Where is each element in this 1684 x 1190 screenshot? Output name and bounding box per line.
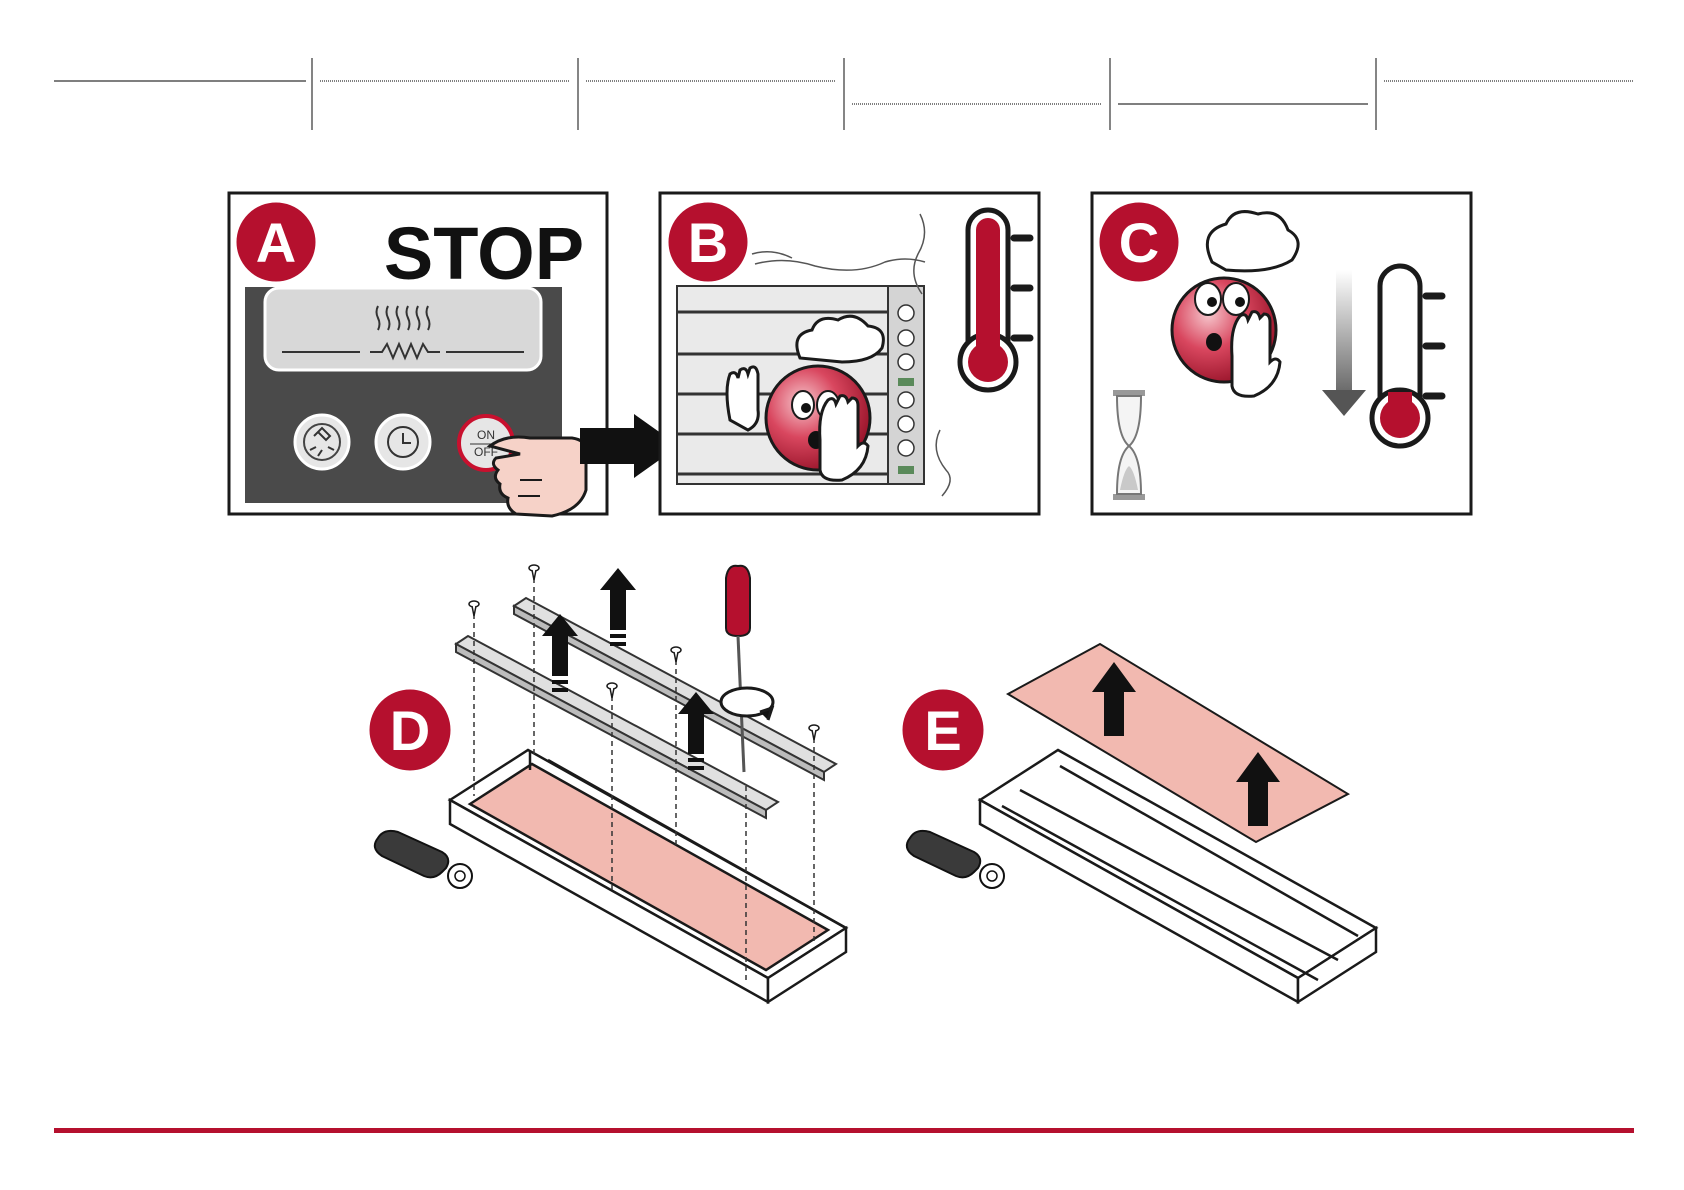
crank-handle-icon: [907, 831, 1004, 888]
panel-a-letter: A: [256, 211, 296, 274]
panel-c-letter: C: [1119, 211, 1159, 274]
panel-b: B: [660, 193, 1039, 514]
diagram-d-letter: D: [390, 699, 430, 762]
clock-icon: [376, 415, 430, 469]
diagram-e-badge: E: [901, 688, 985, 772]
panel-a-badge: A: [235, 201, 317, 283]
panel-c: C: [1092, 193, 1471, 514]
stop-heading: STOP: [384, 212, 584, 295]
footer-rule: [54, 1128, 1634, 1133]
screwdriver-icon: [726, 566, 750, 772]
panel-b-letter: B: [688, 211, 728, 274]
button-on-label: ON: [477, 428, 495, 442]
header-rules: [54, 58, 1634, 130]
tray-frame: [450, 750, 846, 1002]
diagram-d: D: [368, 565, 846, 1002]
lamp-icon: [295, 415, 349, 469]
diagram-e-letter: E: [924, 699, 961, 762]
diagram-e: E: [901, 644, 1376, 1002]
panel-c-badge: C: [1098, 201, 1180, 283]
panel-a: ON OFF A STOP: [229, 193, 607, 516]
up-arrow-icon: [600, 568, 636, 646]
diagram-d-badge: D: [368, 688, 452, 772]
display-window: [265, 288, 541, 370]
panel-b-badge: B: [667, 201, 749, 283]
crank-handle-icon: [375, 831, 472, 888]
